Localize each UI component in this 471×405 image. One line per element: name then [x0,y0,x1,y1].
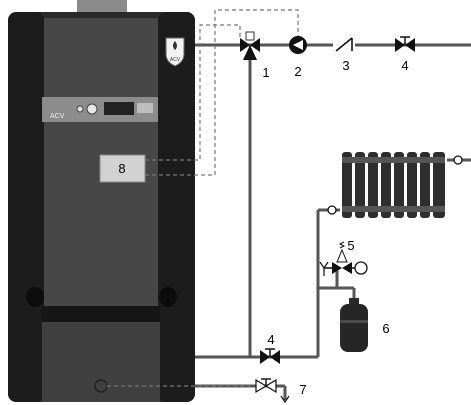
three-way-valve [240,31,260,60]
pipes [195,43,471,400]
acv-logo-text: ACV [170,57,181,63]
isolation-valve-return [260,348,280,364]
label-1: 1 [262,65,269,80]
panel-switch-icon [76,105,84,113]
safety-valve-with-gauge [319,241,368,276]
panel-brand-text: ACV [50,113,65,120]
isolation-valve-flow [395,36,415,52]
check-valve [333,37,355,52]
panel-knob-icon [86,103,98,115]
label-4-bottom: 4 [267,332,274,347]
boiler-lower-door [42,320,160,402]
panel-badge [137,103,153,113]
label-6: 6 [382,321,389,336]
panel-display [104,102,134,115]
radiator [327,152,463,218]
label-2: 2 [294,64,301,79]
controller-module [99,154,146,183]
radiator-outlet-valve-icon [453,155,463,165]
label-8: 8 [118,161,125,176]
label-3: 3 [342,58,349,73]
bolt-left-icon [26,287,44,307]
radiator-inlet-valve-icon [327,205,337,215]
pressure-gauge-icon [354,261,368,275]
boiler: ACV ACV 8 [8,0,195,402]
label-7: 7 [299,382,306,397]
boiler-divider [42,306,160,322]
boiler-side-right [158,12,195,402]
drain-valve [255,378,290,404]
control-wiring [107,9,299,387]
label-5: 5 [347,238,354,253]
bolt-right-icon [159,287,177,307]
boiler-side-left [8,12,44,402]
expansion-vessel [340,298,368,352]
boiler-flue [77,0,127,14]
acv-logo: ACV [165,37,185,67]
label-4-top: 4 [401,58,408,73]
circulation-pump [289,36,307,54]
